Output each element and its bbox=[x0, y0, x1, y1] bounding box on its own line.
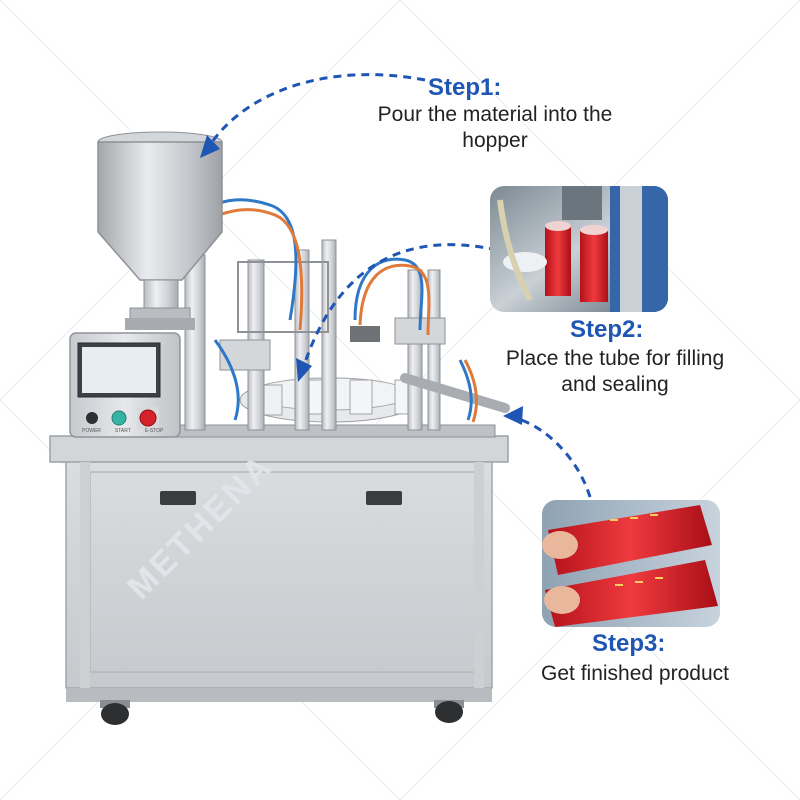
step3-description: Get finished product bbox=[505, 661, 765, 687]
machine-columns bbox=[184, 239, 446, 431]
arrow-step2 bbox=[300, 243, 498, 373]
tube-feed-rail bbox=[400, 373, 510, 413]
air-hoses bbox=[198, 198, 478, 423]
control-panel bbox=[69, 332, 181, 438]
step2-title: Step2: bbox=[570, 316, 644, 343]
arrow-head-3 bbox=[503, 406, 523, 425]
panel-label-start: START bbox=[114, 428, 131, 434]
step1-title: Step1: bbox=[428, 74, 502, 101]
power-switch-icon bbox=[86, 412, 98, 424]
stop-button-icon bbox=[139, 409, 157, 427]
caster-wheels bbox=[100, 700, 464, 725]
machine-cabinet bbox=[49, 435, 509, 702]
arrow-step3 bbox=[511, 415, 592, 498]
arrow-head-2 bbox=[296, 358, 312, 382]
panel-button-labels: POWER START E-STOP bbox=[82, 428, 182, 434]
step3-photo bbox=[542, 500, 720, 627]
step-arrows bbox=[206, 73, 592, 498]
panel-label-power: POWER bbox=[82, 428, 101, 434]
start-button-icon bbox=[111, 410, 127, 426]
hopper bbox=[97, 131, 223, 330]
step3-title: Step3: bbox=[592, 630, 666, 657]
arrow-heads bbox=[200, 135, 523, 425]
step2-line1: Place the tube for filling bbox=[505, 347, 725, 370]
arrow-step1 bbox=[206, 73, 426, 149]
step1-line2: hopper bbox=[462, 129, 528, 152]
step1-description: Pour the material into the hopper bbox=[340, 102, 650, 154]
step2-photo bbox=[490, 186, 668, 312]
arrow-head-1 bbox=[200, 135, 220, 158]
step3-line1: Get finished product bbox=[541, 662, 729, 685]
panel-label-stop: E-STOP bbox=[144, 428, 164, 434]
step2-description: Place the tube for filling and sealing bbox=[470, 346, 760, 398]
step1-line1: Pour the material into the bbox=[377, 103, 613, 126]
step2-line2: and sealing bbox=[561, 373, 669, 396]
